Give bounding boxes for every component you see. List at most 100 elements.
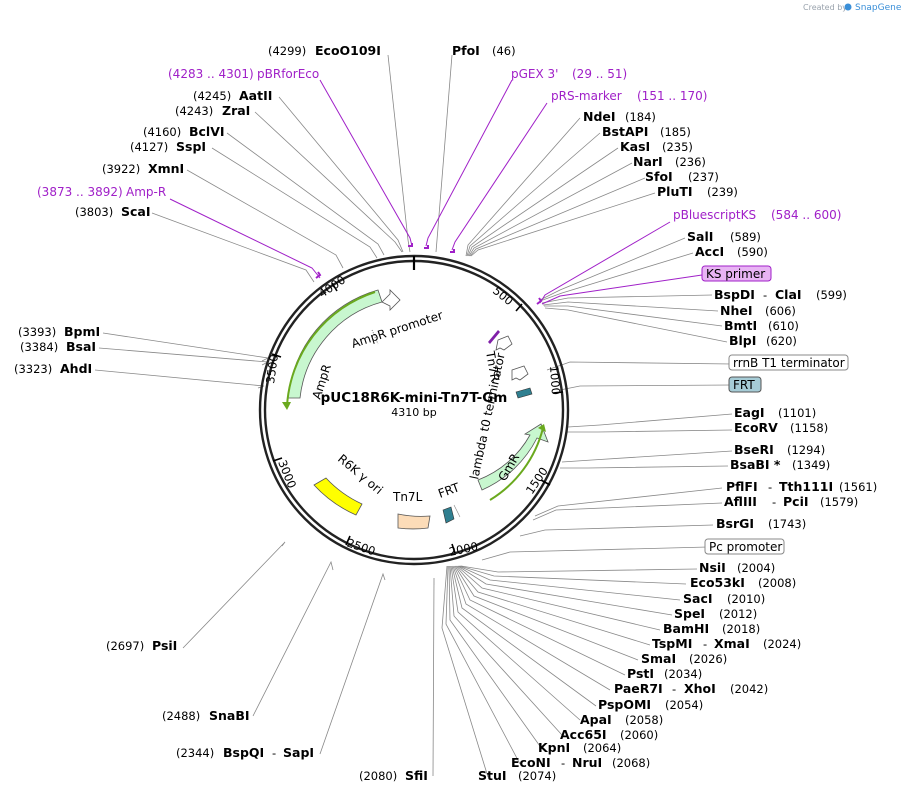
gmr-orf-arrow [538, 424, 546, 432]
enzyme-name: SpeI [674, 606, 705, 621]
enzyme-pos: (2054) [665, 698, 703, 712]
enzyme-name: BclVI [189, 124, 225, 139]
enzyme-pos: (236) [675, 155, 706, 169]
enzyme-name: PfoI [452, 43, 480, 58]
enzyme-pos: (590) [737, 245, 768, 259]
enzyme-pos: (589) [730, 230, 761, 244]
tick-500: 500 [490, 283, 516, 308]
tick-1500: 1500 [523, 465, 551, 497]
enzyme-pos: (3393) [18, 325, 56, 339]
frt-right-feature [515, 387, 533, 399]
enzyme-pos: (1101) [778, 406, 816, 420]
enzyme-name: EcoRV [734, 420, 778, 435]
enzyme-pos: (2060) [620, 728, 658, 742]
enzyme-pos: (610) [768, 319, 799, 333]
enzyme-name: PspOMI [598, 697, 651, 712]
ruler-tick-marks [271, 282, 564, 554]
enzyme-pos: (2068) [612, 756, 650, 770]
enzyme-name: BmtI [724, 318, 757, 333]
enzyme-pos: (4243) [175, 104, 213, 118]
enzyme-name: BlpI [729, 333, 756, 348]
svg-text:-: - [772, 495, 776, 509]
enzyme-pos: (1349) [792, 458, 830, 472]
enzyme-pos: (3803) [75, 205, 113, 219]
rrnb-t1-terminator-feature [511, 365, 529, 381]
enzyme-name-2: XhoI [684, 681, 716, 696]
enzyme-name: BsrGI [716, 516, 754, 531]
enzyme-pos: (1158) [790, 421, 828, 435]
enzyme-name: TspMI [652, 636, 692, 651]
ampr-promoter-dots [371, 329, 379, 345]
enzyme-name: BpmI [64, 324, 100, 339]
enzyme-name: PluTI [657, 184, 693, 199]
primer-range: (3873 .. 3892) [37, 185, 123, 199]
ampr-orf-line [286, 291, 376, 407]
enzyme-pos: (2064) [583, 741, 621, 755]
enzyme-pos: (606) [765, 304, 796, 318]
enzyme-pos: (1579) [820, 495, 858, 509]
tick-4000: 4000 [316, 273, 348, 301]
enzyme-name-2: PciI [783, 494, 809, 509]
tn7l-feature [397, 513, 431, 530]
enzyme-name: SalI [687, 229, 713, 244]
pc-promoter-box [704, 538, 785, 555]
enzyme-pos: (235) [662, 140, 693, 154]
label-leader-lines [94, 54, 733, 778]
enzyme-pos: (2058) [625, 713, 663, 727]
label-gmr: GmR [495, 451, 522, 483]
ks-primer-box [701, 265, 772, 282]
enzyme-name: BspQI [223, 745, 264, 760]
enzyme-name: SacI [683, 591, 713, 606]
enzyme-pos: (2026) [689, 652, 727, 666]
enzyme-pos: (620) [766, 334, 797, 348]
primer-labels: (4283 .. 4301) pBRforEco pGEX 3' (29 .. … [37, 67, 841, 222]
tick-2000: 2000 [448, 539, 480, 559]
svg-text:-: - [672, 682, 676, 696]
ampr-promoter-feature [381, 289, 401, 311]
enzyme-name: BspDI [714, 287, 755, 302]
enzyme-name: XmnI [148, 161, 184, 176]
enzyme-pos: (4160) [143, 125, 181, 139]
enzyme-pos: (185) [660, 125, 691, 139]
enzyme-pos: (3323) [14, 362, 52, 376]
primer-marks [315, 243, 543, 305]
enzyme-name: KpnI [538, 740, 570, 755]
primer-range: (29 .. 51) [572, 67, 627, 81]
enzyme-pos: (237) [688, 170, 719, 184]
enzyme-pos: (2344) [176, 746, 214, 760]
enzyme-pos: (2080) [359, 769, 397, 783]
enzyme-pos: (2697) [106, 639, 144, 653]
plasmid-name: pUC18R6K-mini-Tn7T-Gm [321, 390, 508, 406]
enzyme-name: SspI [176, 139, 206, 154]
enzyme-name: PflFI [726, 479, 758, 494]
enzyme-name: Eco53kI [690, 575, 745, 590]
enzyme-name: SfiI [405, 768, 428, 783]
enzyme-name: ApaI [580, 712, 612, 727]
enzyme-name-2: Tth111I [779, 479, 833, 494]
enzyme-pos: (1294) [787, 443, 825, 457]
enzyme-pos: (2008) [758, 576, 796, 590]
label-r6k-ori: R6K γ ori [335, 452, 386, 498]
enzyme-name: NheI [720, 303, 753, 318]
ampr-orf-arrow [282, 402, 291, 410]
svg-text:-: - [768, 480, 772, 494]
enzyme-name: ZraI [222, 103, 250, 118]
primer-name: pRS-marker [551, 89, 622, 103]
primer-range: (151 .. 170) [637, 89, 707, 103]
enzyme-pos: (46) [492, 44, 516, 58]
enzyme-name: StuI [478, 768, 507, 783]
enzyme-name: KasI [620, 139, 650, 154]
enzyme-pos: (239) [707, 185, 738, 199]
frt-label: FRT [733, 378, 755, 392]
enzyme-pos: (4127) [130, 140, 168, 154]
enzyme-name: BamHI [663, 621, 709, 636]
frt-left-hatch [453, 504, 461, 518]
primer-range: (4283 .. 4301) [168, 67, 254, 81]
enzyme-pos: (4245) [193, 89, 231, 103]
enzyme-name: BsaBI * [730, 457, 781, 472]
svg-text:-: - [272, 746, 276, 760]
rrnb-t1-box [728, 354, 849, 371]
label-ampr-promoter: AmpR promoter [350, 308, 445, 351]
enzyme-name: SnaBI [209, 708, 250, 723]
